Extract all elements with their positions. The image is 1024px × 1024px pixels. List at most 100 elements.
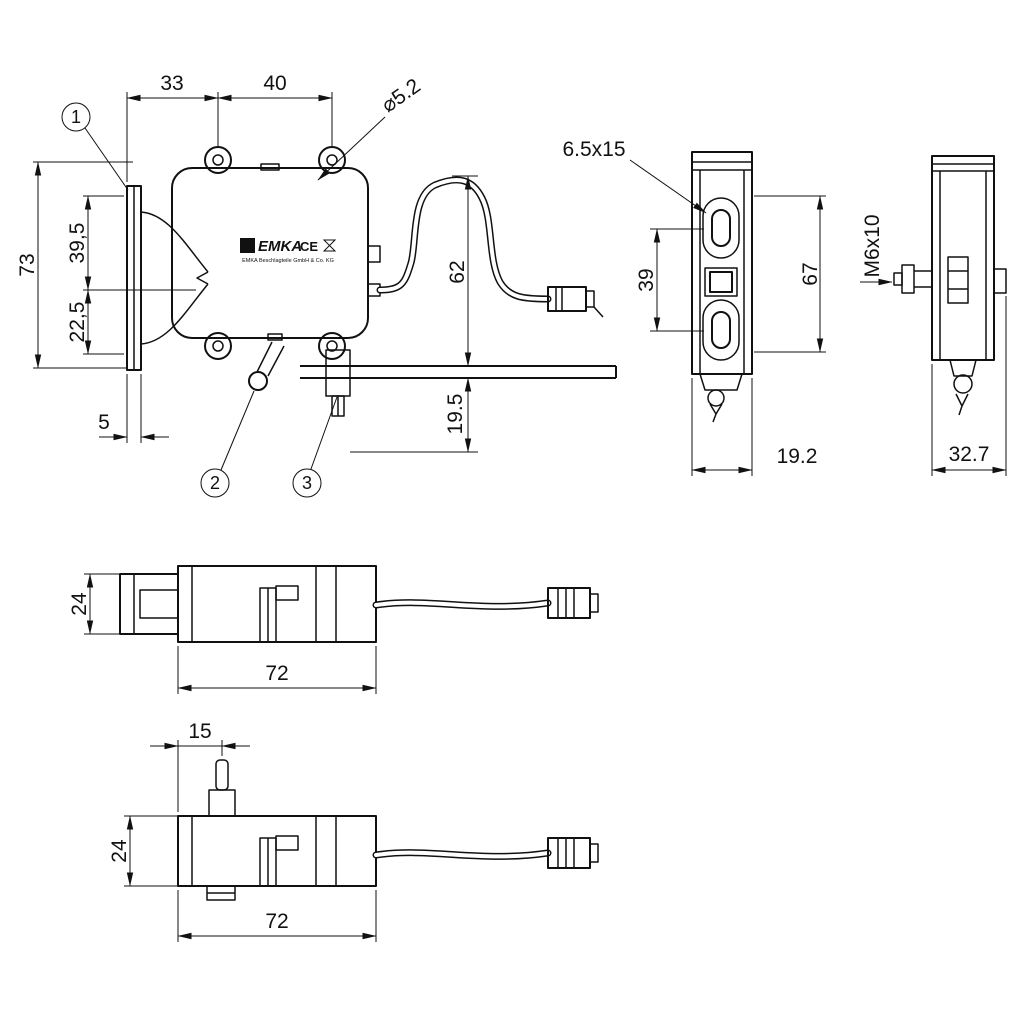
shaft-clamp-lines (948, 270, 968, 290)
top-cable-core (374, 600, 550, 609)
pin-tip (215, 759, 229, 791)
end-hook-tail (955, 393, 969, 416)
cable-core (378, 177, 550, 301)
mount-hole (212, 154, 224, 166)
dim-text-73: 73 (16, 253, 39, 276)
logo-subtext: EMKA Beschlagteile GmbH & Co. KG (242, 258, 334, 264)
cert-icon (322, 239, 337, 252)
shaft-lines (914, 270, 932, 288)
leader-hole-dia (317, 116, 386, 181)
dim-text-22-5: 22,5 (66, 302, 89, 343)
bottom-connector-tip (589, 843, 599, 863)
dim-text-top-72: 72 (265, 662, 288, 685)
logo-brand-text: EMKA (258, 238, 302, 255)
dim-text-thread: M6x10 (861, 214, 884, 277)
side-hook-eye (707, 389, 725, 407)
callout-3-leader (310, 396, 338, 470)
shaft-clamp (947, 256, 969, 304)
plug-connector-tip (585, 290, 595, 308)
top-view: 24 72 (68, 565, 599, 694)
dim-text-19-5: 19.5 (444, 394, 467, 435)
plug-tail (593, 306, 604, 318)
top-plate-outline (119, 573, 179, 635)
mount-ear (318, 146, 346, 174)
dim-text-top-24: 24 (68, 592, 91, 616)
end-body-lines (932, 163, 994, 360)
callout-2-leader (220, 390, 255, 471)
dim-text-bottom-72: 72 (265, 910, 288, 933)
top-connector-lines (557, 588, 575, 618)
lever-arm (256, 341, 285, 377)
bottom-extension-lines (124, 740, 377, 942)
slot-boss-bottom (702, 299, 740, 361)
slot-boss-top (702, 197, 740, 259)
pin-collar (208, 789, 236, 817)
callout-1-leader (84, 127, 129, 191)
side-extension-lines (650, 195, 826, 476)
side-body-outline (691, 151, 753, 375)
end-extension-lines (931, 296, 1007, 476)
top-plate-inner (139, 589, 179, 619)
callout-2-circle (200, 468, 230, 498)
callout-1-circle (61, 102, 91, 132)
shaft-tip (893, 272, 903, 286)
ce-mark: CE (300, 239, 318, 254)
shaft-collar (901, 264, 915, 294)
bottom-center-tab (275, 835, 299, 851)
center-block-inner (709, 271, 733, 293)
bottom-cable-core (374, 850, 550, 859)
mount-ear (204, 146, 232, 174)
dim-text-62: 62 (446, 260, 469, 283)
mount-hole (326, 154, 338, 166)
top-connector-tip (589, 593, 599, 613)
dim-text-39-5: 39,5 (66, 223, 89, 264)
dim-text-15: 15 (188, 720, 211, 743)
callout-3-circle (292, 468, 322, 498)
body-top-tab (260, 163, 280, 171)
bottom-connector (547, 837, 591, 869)
top-center-tab (275, 585, 299, 601)
front-view: EMKA CE EMKA Beschlagteile GmbH & Co. KG… (16, 72, 617, 498)
callout-3: 3 (302, 473, 312, 493)
dim-text-hole-dia: ⌀5.2 (377, 74, 424, 117)
center-block (704, 267, 738, 297)
logo-box (240, 238, 255, 253)
end-body-outline (931, 155, 995, 361)
mount-ear (204, 332, 232, 360)
top-body-outline (177, 565, 377, 643)
slot-top (711, 209, 731, 247)
end-view: M6x10 32.7 (860, 155, 1007, 476)
dim-text-5: 5 (98, 411, 110, 434)
side-view: 6.5x15 39 67 19.2 (562, 138, 826, 476)
mount-ear (318, 332, 346, 360)
dim-text-39: 39 (635, 268, 658, 291)
side-body-lines (692, 161, 752, 374)
top-body-lines (191, 566, 337, 642)
dim-text-33: 33 (160, 72, 183, 95)
dim-text-slot: 6.5x15 (562, 138, 625, 161)
side-hook-tail (709, 403, 723, 423)
leader-slot (629, 159, 707, 214)
rod-clamp-lines (326, 365, 350, 379)
dim-text-40: 40 (263, 72, 286, 95)
end-hook-eye (953, 374, 973, 394)
bottom-connector-lines (557, 838, 575, 868)
end-bottom-taper (949, 359, 977, 377)
actuating-rod (300, 365, 617, 379)
top-connector (547, 587, 591, 619)
plug-connector (547, 286, 587, 312)
bottom-body-outline (177, 815, 377, 887)
callout-2: 2 (210, 473, 220, 493)
callout-1: 1 (71, 107, 81, 127)
cable-gland (367, 245, 381, 263)
mount-hole (212, 340, 224, 352)
bottom-body-lines (191, 816, 337, 886)
dim-text-bottom-24: 24 (108, 839, 131, 863)
slot-bottom (711, 311, 731, 349)
dim-text-32-7: 32.7 (949, 443, 990, 466)
bottom-view: 15 24 72 (108, 720, 599, 942)
dim-text-67: 67 (799, 262, 822, 285)
lever-ball (248, 371, 268, 391)
body-bottom-tab (267, 333, 283, 341)
